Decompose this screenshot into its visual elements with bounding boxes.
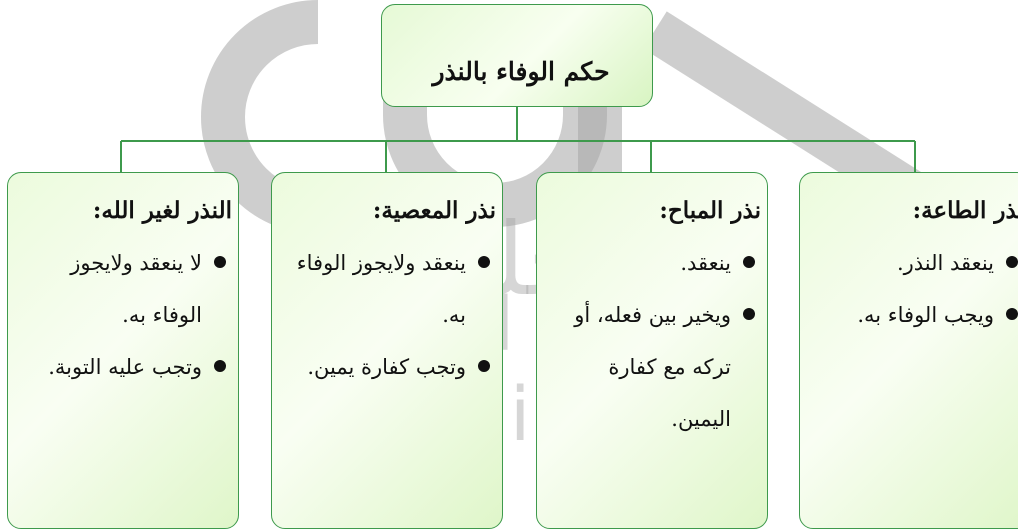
- node-nadhr-masiya: نذر المعصية: ينعقد ولايجوز الوفاء به. وت…: [271, 172, 503, 529]
- node-title: النذر لغير الله:: [92, 197, 232, 224]
- bullet-item: وتجب عليه التوبة.: [16, 341, 232, 393]
- bullet-item: ويخير بين فعله، أو تركه مع كفارة اليمين.: [545, 289, 761, 445]
- node-nadhr-ghayr-allah: النذر لغير الله: لا ينعقد ولايجوز الوفاء…: [7, 172, 239, 529]
- bullet-item: ويجب الوفاء به.: [808, 289, 1018, 341]
- node-nadhr-taa: نذر الطاعة: ينعقد النذر. ويجب الوفاء به.: [799, 172, 1018, 529]
- node-bullet-list: لا ينعقد ولايجوز الوفاء به. وتجب عليه ال…: [16, 237, 232, 393]
- node-title: نذر المباح:: [659, 197, 761, 224]
- root-title: حكم الوفاء بالنذر: [432, 57, 610, 86]
- bullet-item: ينعقد ولايجوز الوفاء به.: [280, 237, 496, 341]
- bullet-item: ينعقد.: [545, 237, 761, 289]
- node-title: نذر المعصية:: [372, 197, 496, 224]
- node-title: نذر الطاعة:: [912, 197, 1018, 224]
- root-node: حكم الوفاء بالنذر: [381, 4, 653, 107]
- bullet-item: لا ينعقد ولايجوز الوفاء به.: [16, 237, 232, 341]
- bullet-item: ينعقد النذر.: [808, 237, 1018, 289]
- node-nadhr-mubah: نذر المباح: ينعقد. ويخير بين فعله، أو تر…: [536, 172, 768, 529]
- node-bullet-list: ينعقد. ويخير بين فعله، أو تركه مع كفارة …: [545, 237, 761, 445]
- node-bullet-list: ينعقد ولايجوز الوفاء به. وتجب كفارة يمين…: [280, 237, 496, 393]
- bullet-item: وتجب كفارة يمين.: [280, 341, 496, 393]
- node-bullet-list: ينعقد النذر. ويجب الوفاء به.: [808, 237, 1018, 341]
